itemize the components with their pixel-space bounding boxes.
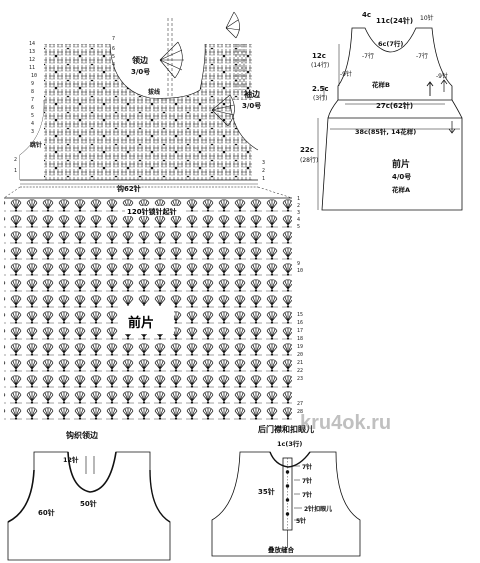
connector-lines <box>3 186 293 199</box>
row-num: 16 <box>297 320 303 326</box>
placket-buttonhole: 2针扣眼儿 <box>304 505 332 513</box>
row-num: 7 <box>31 97 34 103</box>
row-num: 17 <box>297 328 303 334</box>
front-shoulder-rows: (14行) <box>311 61 329 69</box>
placket-rows-a: 7针 <box>302 463 312 471</box>
armhole-edge-label: 袖边 <box>243 89 261 99</box>
placket-title: 后门襟和扣眼儿 <box>258 424 314 434</box>
row-num: 19 <box>297 344 303 350</box>
neck-edge-hook: 3/0号 <box>131 67 150 76</box>
front-panel-hook: 4/0号 <box>392 172 411 181</box>
front-neck-width: 11c(24针) <box>376 16 413 25</box>
neckline-schematic <box>7 451 171 561</box>
front-sts-right: -9针 <box>436 72 448 80</box>
row-num: 10 <box>31 73 37 79</box>
row-num: 1 <box>14 168 17 174</box>
watermark: kru4ok.ru <box>300 412 391 434</box>
row-num: 3 <box>297 210 300 216</box>
front-pattern-a: 花样A <box>392 185 410 194</box>
decrease-label-left: 跳针 <box>30 141 42 149</box>
main-front-chart: 120针锁针起针 前片 <box>4 197 292 420</box>
row-num: 27 <box>297 401 303 407</box>
decrease-label-top: 拔线 <box>148 88 160 96</box>
row-num: 15 <box>297 312 303 318</box>
row-num: 3 <box>31 129 34 135</box>
yoke-row-numbers-left: 14 13 12 11 10 9 8 7 6 5 4 3 2 1 <box>14 41 37 174</box>
placket-top-measure: 1c(3行) <box>277 439 302 448</box>
row-num: 6 <box>31 105 34 111</box>
row-num: 21 <box>297 360 303 366</box>
row-num: 9 <box>31 81 34 87</box>
row-num: 2 <box>14 157 17 163</box>
main-chart-title: 前片 <box>128 315 154 331</box>
row-num: 14 <box>29 41 35 47</box>
front-arm-left-rows: -7行 <box>362 52 374 60</box>
front-side-top: 10针 <box>420 14 434 22</box>
row-num: 7 <box>112 36 115 42</box>
row-num: 4 <box>31 121 34 127</box>
row-num: 5 <box>112 54 115 60</box>
neckline-sts: 12针 <box>63 455 79 464</box>
row-num: 2 <box>297 203 300 209</box>
row-num: 5 <box>31 113 34 119</box>
front-bottom-width: 38c(85针, 14花样) <box>355 127 416 136</box>
main-row-numbers: 1 2 3 4 5 9 10 15 16 17 18 19 20 21 22 2… <box>297 196 303 415</box>
placket-rows-d: 5针 <box>296 517 306 525</box>
row-num: 10 <box>297 268 303 274</box>
row-num: 20 <box>297 352 303 358</box>
front-pattern-b: 花样B <box>372 80 390 89</box>
front-body-rows: (28行) <box>300 156 318 164</box>
front-schematic <box>317 27 463 211</box>
row-num: 2 <box>262 168 265 174</box>
front-sts-left: -9针 <box>340 70 352 78</box>
row-num: 11 <box>29 65 35 71</box>
front-arm-depth: 2.5c <box>312 85 329 93</box>
front-arm-right-rows: -7行 <box>416 52 428 60</box>
yoke-chain-label: 钩62针 <box>117 184 141 193</box>
row-num: 4 <box>297 217 300 223</box>
front-body-height: 22c <box>300 146 314 154</box>
front-shoulder-height: 12c <box>312 52 326 60</box>
foundation-label: 120针锁针起针 <box>127 207 177 216</box>
row-num: 22 <box>297 368 303 374</box>
row-num: 18 <box>297 336 303 342</box>
armhole-sts: 60针 <box>38 508 55 517</box>
front-chest: 27c(62针) <box>376 101 413 110</box>
row-num: 28 <box>297 409 303 415</box>
row-num: 3 <box>262 160 265 166</box>
row-num: 12 <box>29 57 35 63</box>
yoke-row-numbers-right: 7 6 5 4 3 2 1 <box>112 36 265 182</box>
back-placket-schematic <box>211 451 361 557</box>
yoke-chart <box>19 11 259 188</box>
row-num: 6 <box>112 46 115 52</box>
row-num: 5 <box>297 224 300 230</box>
row-num: 1 <box>262 176 265 182</box>
neckline-title: 钩织领边 <box>66 430 99 440</box>
armhole-edge-hook: 3/0号 <box>242 101 261 110</box>
placket-rows-b: 7针 <box>302 477 312 485</box>
front-top-width: 4c <box>362 11 371 19</box>
row-num: 4 <box>112 62 115 68</box>
row-num: 23 <box>297 376 303 382</box>
neck-edge-label: 领边 <box>132 55 149 65</box>
row-num: 13 <box>29 49 35 55</box>
placket-seam-label: 叠放缝合 <box>268 545 295 554</box>
placket-sts: 35针 <box>258 487 275 496</box>
front-panel-title: 前片 <box>392 158 410 170</box>
placket-rows-c: 7针 <box>302 491 312 499</box>
front-arm-depth-rows: (3行) <box>313 94 328 102</box>
row-num: 8 <box>31 89 34 95</box>
row-num: 1 <box>297 196 300 202</box>
front-neck-depth: 6c(7行) <box>378 39 403 48</box>
neckline-front-sts: 50针 <box>80 499 97 508</box>
row-num: 9 <box>297 261 300 267</box>
